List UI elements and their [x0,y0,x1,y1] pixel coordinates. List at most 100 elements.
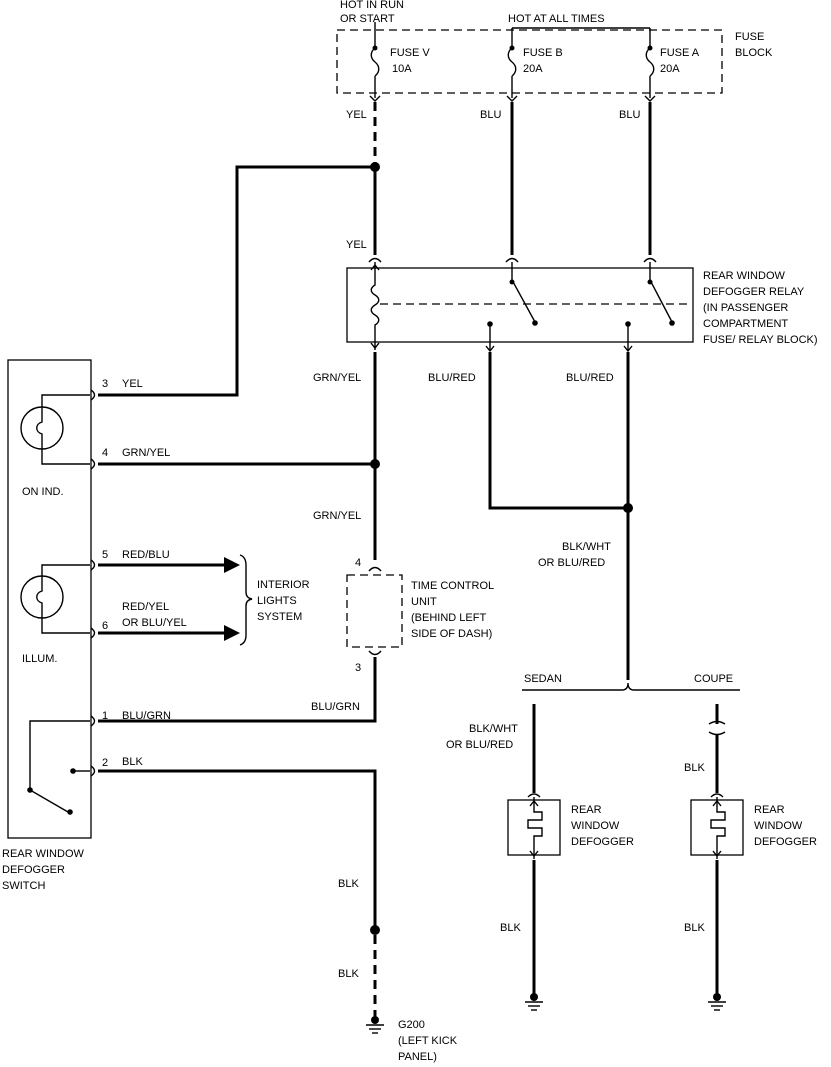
red-blu-arrow-icon [224,557,240,573]
switch-contact-upper [70,768,76,774]
interior-lights-label-line3: SYSTEM [257,611,302,623]
fuse-b: FUSE B 20A [506,28,563,102]
relay-label-line3: (IN PASSENGER [703,302,788,314]
fuse-v: FUSE V 10A [369,22,430,102]
relay-label-line5: FUSE/ RELAY BLOCK) [703,334,818,346]
tcu-label-line2: UNIT [411,596,437,608]
fuse-a-rating: 20A [660,63,680,75]
relay-contact-b [511,262,536,323]
relay-arrow-coil-bottom [370,342,380,350]
relay-arrow-out-2 [623,345,633,353]
coupe-defogger: REAR WINDOW DEFOGGER BLK [684,793,817,1011]
wire-label-blk-ground-2: BLK [338,968,359,980]
body-style-branch: SEDAN COUPE BLK/WHT OR BLU/RED BLK [446,673,740,793]
wire-label-grn-yel-1: GRN/YEL [313,372,361,384]
relay-connector-3 [643,257,657,263]
interior-lights-connection: INTERIOR LIGHTS SYSTEM [98,554,310,646]
switch-pin3-number: 3 [102,378,108,390]
fuse-v-rating: 10A [392,63,412,75]
relay-arrow-coil-top [370,263,380,271]
sedan-defogger-label-line3: DEFOGGER [571,836,634,848]
wire-label-grn-yel-2: GRN/YEL [313,510,361,522]
fuse-block-outline [336,29,723,94]
interior-lights-brace [239,554,253,646]
upper-wires: YEL BLU BLU YEL [98,102,652,397]
relay-contact-a [649,262,673,323]
wire-label-blu-red-2: BLU/RED [566,372,614,384]
tcu-outline [346,574,403,648]
relay-fixed-contact-b [532,320,538,326]
switch-connector-pin5 [90,559,96,571]
red-yel-arrow-icon [224,625,240,641]
on-ind-filament [36,412,43,445]
wire-label-blu-red-1: BLU/RED [428,372,476,384]
fuse-b-terminal [509,45,515,51]
coupe-defogger-arrow-bottom [712,850,722,858]
coupe-heater-element-icon [710,797,726,859]
coupe-defogger-label-line2: WINDOW [754,820,803,832]
sedan-defogger: REAR WINDOW DEFOGGER BLK [500,793,634,1011]
tcu-label-line3: (BEHIND LEFT [411,612,486,624]
switch-pin1-wire: BLU/GRN [122,710,171,722]
fuse-b-name: FUSE B [523,47,563,59]
sedan-defogger-label-line2: WINDOW [571,820,620,832]
switch-pin4-wire: GRN/YEL [122,447,170,459]
switch-pivot [27,787,33,793]
switch-pin2-number: 2 [102,757,108,769]
switch-contact-lower [67,809,73,815]
defogger-relay: REAR WINDOW DEFOGGER RELAY (IN PASSENGER… [346,257,818,353]
relay-label-line2: DEFOGGER RELAY [703,286,805,298]
coupe-defogger-arrow-top [712,799,722,807]
tcu-pin-bottom: 3 [355,662,361,674]
sedan-defogger-label-line1: REAR [571,804,602,816]
defogger-switch: ON IND. ILLUM. REAR WINDOW DEFOGGER SWIT… [2,359,187,892]
relay-label-line1: REAR WINDOW [703,270,786,282]
tcu-connector-top [368,566,382,572]
sedan-coupe-brace [522,682,740,691]
sedan-ground-icon [525,993,543,1011]
switch-outline [7,359,92,839]
fuse-b-rating: 20A [523,63,543,75]
branch-label-sedan: SEDAN [524,673,562,685]
sedan-defogger-connector-top [527,793,541,798]
illum-label: ILLUM. [22,653,57,665]
switch-pin5-wire: RED/BLU [122,549,170,561]
fuse-v-connector [369,95,381,102]
sedan-defogger-arrow-bottom [529,850,539,858]
fuse-b-connector [506,95,518,102]
switch-pin6-number: 6 [102,620,108,632]
ground-path: BLK BLK G200 (LEFT KICK PANEL) [98,769,458,1063]
wire-label-blu-grn-tcu: BLU/GRN [311,701,360,713]
coupe-defogger-label-line1: REAR [754,804,785,816]
blu-red-wire-1 [488,352,628,510]
switch-pin4-number: 4 [102,447,108,459]
fuse-block-label-line1: FUSE [735,31,764,43]
wire-label-blk-sedan-bottom: BLK [500,922,521,934]
tcu-label-line4: SIDE OF DASH) [411,628,492,640]
wire-label-blu-b: BLU [480,109,501,121]
relay-connector-2 [505,257,519,263]
relay-pivot-b [509,279,515,285]
interior-lights-label-line2: LIGHTS [257,595,297,607]
fuse-v-symbol [370,22,380,98]
time-control-unit: 4 3 TIME CONTROL UNIT (BEHIND LEFT SIDE … [98,557,494,723]
power-hot-at-all-times-label: HOT AT ALL TIMES [508,13,605,25]
sedan-heater-element-icon [527,797,543,859]
sedan-defogger-arrow-top [529,799,539,807]
yel-wire-to-switch [98,165,375,397]
relay-pivot-a [647,279,653,285]
coupe-defogger-label-line3: DEFOGGER [754,836,817,848]
switch-pin6-wire-line1: RED/YEL [122,601,169,613]
wire-label-blu-a: BLU [619,109,640,121]
switch-pin2-wire: BLK [122,756,143,768]
wire-label-yel-relay: YEL [346,239,367,251]
g200-label: G200 [398,1019,425,1031]
on-ind-bulb-icon [20,406,64,450]
power-or-start-label: OR START [340,13,395,25]
fuse-a-symbol [645,28,655,98]
switch-pin6-wire-line2: OR BLU/YEL [122,617,187,629]
relay-arrow-out-1 [485,345,495,353]
switch-connector-pin1 [90,715,96,727]
fuse-b-symbol [507,28,517,98]
switch-connector-pin4 [90,458,96,470]
